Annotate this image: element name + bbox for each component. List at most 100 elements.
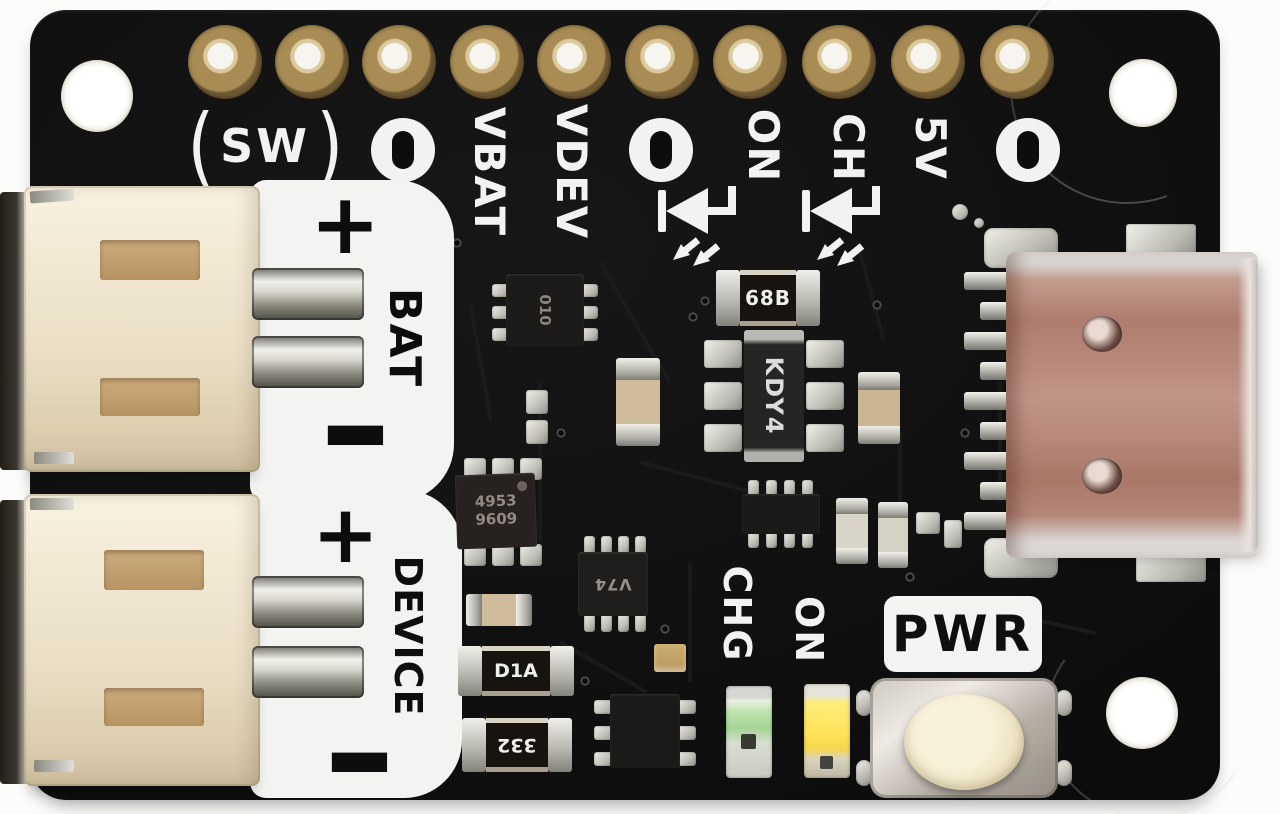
solder-pad	[526, 420, 548, 444]
ic-pin	[806, 424, 844, 452]
ic-pin	[766, 480, 777, 496]
via-dot	[556, 428, 566, 438]
device-plus-mark: +	[312, 488, 380, 581]
pwr-label-plate: PWR	[884, 596, 1042, 672]
ic-pin	[492, 284, 510, 297]
power-button-cap	[904, 694, 1024, 790]
ic-6pin-bottom	[610, 694, 680, 768]
ic-pin	[492, 328, 510, 341]
gnd-symbol-icon	[371, 118, 435, 182]
header-pin-hole	[625, 25, 699, 99]
mounting-hole-top-left	[61, 60, 133, 132]
resistor-body: 332	[486, 718, 548, 772]
capacitor-terminal	[858, 426, 900, 444]
pin-label-5v: 5V	[906, 115, 955, 181]
bat-minus-mark: −	[318, 332, 393, 528]
ic-pin	[784, 480, 795, 496]
power-led-yellow	[804, 684, 850, 778]
capacitor-terminal	[858, 372, 900, 390]
resistor-end	[462, 718, 486, 772]
ic-8pin	[742, 494, 820, 534]
solder-dot	[952, 204, 968, 220]
metal-glint	[34, 760, 74, 772]
header-pin-hole	[537, 25, 611, 99]
ic-pin	[594, 726, 614, 740]
ic-pin	[635, 614, 646, 632]
gnd-slot	[392, 131, 414, 169]
ic-pin	[802, 480, 813, 496]
header-pin-hole	[980, 25, 1054, 99]
ic-pin	[520, 544, 542, 566]
header-pin-hole	[450, 25, 524, 99]
sw-bracket-close: )	[316, 96, 344, 196]
resistor-end	[550, 646, 574, 696]
ic-pin	[580, 306, 598, 319]
ic-pin1-dot	[516, 480, 528, 492]
bat-connector-slot	[100, 240, 200, 280]
via-dot	[660, 624, 670, 634]
button-leg	[1056, 690, 1072, 716]
resistor-68b: 68B	[716, 270, 820, 326]
capacitor-body	[878, 518, 908, 552]
solder-pad	[916, 512, 940, 534]
usb-c-dimple	[1082, 316, 1122, 352]
ic-pin	[704, 424, 742, 452]
usb-c-shell-edge	[1238, 258, 1258, 552]
device-minus-mark: −	[322, 659, 397, 814]
ic-pin	[784, 532, 795, 548]
metal-glint	[30, 498, 74, 510]
resistor-end	[796, 270, 820, 326]
ic-pin	[766, 532, 777, 548]
device-silk-outline	[250, 490, 462, 798]
capacitor-body	[616, 380, 660, 424]
usb-c-lead	[964, 512, 1012, 530]
via-dot	[452, 238, 462, 248]
header-pin-hole	[188, 25, 262, 99]
resistor-68b-marking: 68B	[744, 286, 792, 310]
sw-bracket-open: (	[186, 96, 214, 196]
usb-c-lead	[980, 302, 1014, 320]
resistor-end	[548, 718, 572, 772]
ic-pin	[601, 614, 612, 632]
capacitor-body	[482, 594, 516, 626]
metal-glint	[34, 452, 74, 464]
charge-led-green	[726, 686, 772, 778]
capacitor-terminal	[836, 548, 868, 564]
ic-pin	[584, 536, 595, 554]
usb-c-lead	[964, 332, 1012, 350]
usb-c-lead	[964, 452, 1012, 470]
chg-label: CHG	[715, 565, 759, 663]
capacitor-terminal	[836, 498, 868, 514]
ic-pin	[806, 340, 844, 368]
capacitor-terminal	[616, 424, 660, 446]
resistor-end	[458, 646, 482, 696]
button-leg	[1056, 760, 1072, 786]
resistor-d1a-marking: D1A	[494, 660, 538, 682]
capacitor	[616, 358, 660, 446]
ic-v74-marking: V74	[594, 574, 632, 594]
bat-connector-pin	[252, 268, 364, 320]
header-pin-hole	[713, 25, 787, 99]
ic-4953: 4953 9609	[454, 472, 538, 550]
ic-pin	[618, 536, 629, 554]
solder-pad	[526, 390, 548, 414]
via-dot	[700, 296, 710, 306]
resistor-332-marking: 332	[497, 734, 537, 756]
gnd-slot	[650, 131, 672, 169]
ic-pin	[492, 544, 514, 566]
capacitor-body	[858, 390, 900, 426]
capacitor-body	[836, 514, 868, 548]
ic-010: 010	[506, 274, 584, 346]
mounting-hole-bottom-right	[1106, 677, 1178, 749]
capacitor	[878, 502, 908, 568]
ic-pin	[704, 382, 742, 410]
bat-connector-body	[24, 186, 260, 472]
usb-c-dimple	[1082, 458, 1122, 494]
ic-pin	[806, 382, 844, 410]
via-dot	[688, 312, 698, 322]
mounting-hole-top-right	[1109, 59, 1177, 127]
sw-bracket-label: ( SW )	[180, 100, 350, 192]
ic-pin	[676, 726, 696, 740]
ic-pin	[464, 544, 486, 566]
ic-pin	[584, 614, 595, 632]
